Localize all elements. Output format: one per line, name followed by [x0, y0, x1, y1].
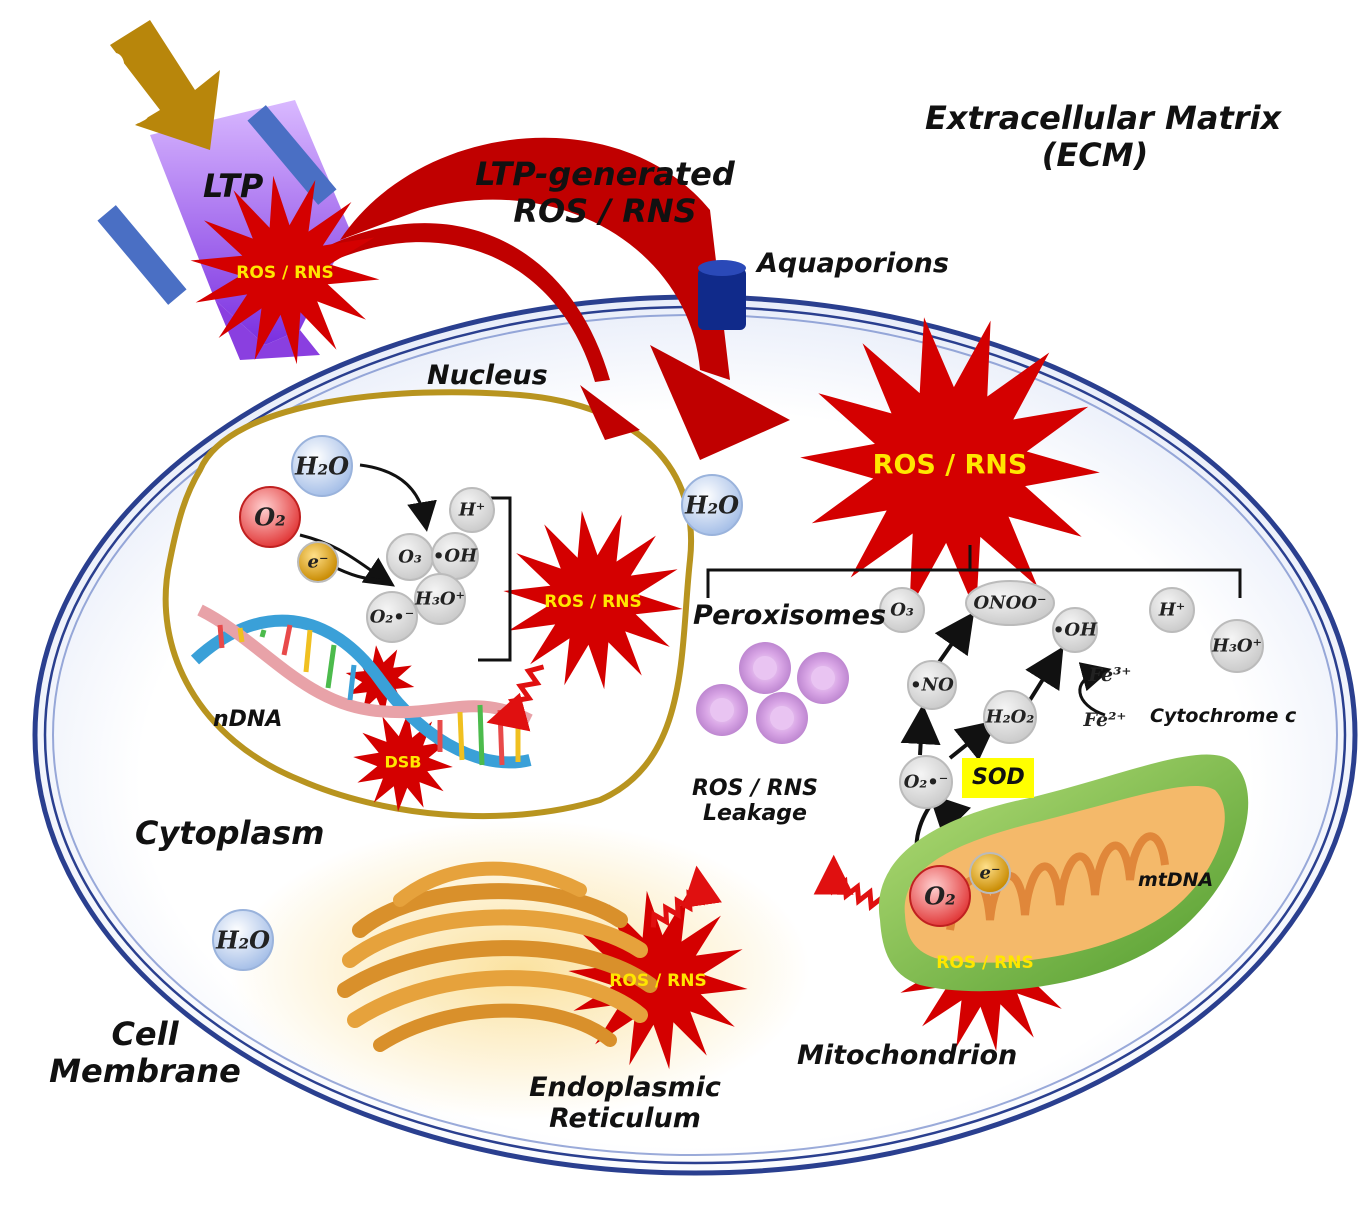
- ros-rns-burst-nucleus: [503, 510, 683, 690]
- hydrogen-peroxide-bubble: [983, 690, 1037, 744]
- ozone-cytoplasm-bubble: [879, 587, 925, 633]
- label-leakage: ROS / RNS Leakage: [691, 776, 819, 827]
- iron-2-label: Fe²⁺: [1083, 709, 1127, 731]
- label-cytoplasm: Cytoplasm: [135, 814, 325, 852]
- burst-label-dsb: DSB: [384, 752, 422, 772]
- water-molecule-nucleus: H₂O: [294, 451, 350, 481]
- oxygen-molecule-mito-bubble: [909, 865, 971, 927]
- aquaporin-channel: [698, 260, 746, 330]
- label-er: Endoplasmic Reticulum: [529, 1072, 721, 1135]
- water-molecule-cytoplasm-left-bubble: [212, 909, 274, 971]
- proton-nucleus-bubble: [449, 487, 495, 533]
- dna-helix: [190, 604, 533, 769]
- hydronium-cytoplasm: H₃O⁺: [1211, 635, 1263, 657]
- burst-label-nucleus: ROS / RNS: [544, 592, 642, 612]
- burst-label-main: ROS / RNS: [872, 449, 1028, 481]
- mitochondrion: [878, 754, 1249, 992]
- label-ltp-generated: LTP-generated ROS / RNS: [475, 155, 735, 230]
- red-arrow-secondary-head: [580, 385, 640, 440]
- label-ndna: nDNA: [213, 707, 283, 732]
- wavy-arrow-er: [650, 865, 722, 928]
- water-molecule-cytoplasm-left: H₂O: [215, 925, 271, 955]
- iron-3-label: Fe³⁺: [1088, 664, 1132, 686]
- label-ltp: LTP: [203, 167, 264, 205]
- hydroxyl-nucleus: •OH: [432, 545, 478, 567]
- nitric-oxide: •NO: [910, 674, 954, 696]
- ros-rns-burst-ltp: [190, 175, 380, 365]
- water-molecule-cytoplasm-top: H₂O: [684, 490, 740, 520]
- wavy-arrow-mito: [813, 854, 888, 912]
- electron-mito-bubble: [969, 852, 1011, 894]
- burst-label-er: ROS / RNS: [609, 971, 707, 991]
- hydronium-nucleus: H₃O⁺: [414, 588, 466, 610]
- peroxynitrite-bubble: [965, 580, 1055, 626]
- wavy-arrow-nucleus: [486, 664, 545, 732]
- nucleus-products-bracket: [478, 496, 512, 662]
- label-cell-membrane: Cell Membrane: [49, 1015, 241, 1090]
- oxygen-molecule-mito: O₂: [924, 881, 956, 911]
- sod-box: [962, 758, 1034, 798]
- label-mtdna: mtDNA: [1138, 869, 1214, 891]
- superoxide-mito-bubble: [899, 755, 953, 809]
- superoxide-mito: O₂•⁻: [903, 771, 949, 793]
- ozone-nucleus: O₃: [398, 546, 422, 568]
- proton-cytoplasm-bubble: [1149, 587, 1195, 633]
- ros-rns-burst-main: [800, 317, 1100, 613]
- hydronium-nucleus-bubble: [414, 573, 466, 625]
- peroxisomes: [696, 642, 849, 744]
- endoplasmic-reticulum: [337, 861, 658, 1052]
- superoxide-nucleus: O₂•⁻: [369, 606, 415, 628]
- red-arrow-main-band: [340, 137, 730, 380]
- red-arrow-secondary-band: [330, 223, 610, 382]
- hydroxyl-cytoplasm-bubble: [1052, 607, 1098, 653]
- electron-mito: e⁻: [979, 862, 1001, 884]
- electron-nucleus-bubble: [297, 541, 339, 583]
- red-arrow-main-head: [650, 345, 790, 460]
- hydrogen-peroxide: H₂O₂: [985, 706, 1035, 728]
- superoxide-nucleus-bubble: [366, 591, 418, 643]
- arrow-h2o-to-products: [359, 463, 437, 532]
- ros-species-bracket: [706, 545, 1242, 598]
- water-molecule-nucleus-bubble: [291, 435, 353, 497]
- dsb-burst: [353, 712, 453, 812]
- burst-label-ltp: ROS / RNS: [236, 263, 334, 283]
- label-mitochondrion: Mitochondrion: [797, 1040, 1018, 1071]
- burst-label-mito: ROS / RNS: [936, 953, 1034, 973]
- peroxynitrite: ONOO⁻: [973, 592, 1047, 614]
- electron-nucleus: e⁻: [307, 551, 329, 573]
- label-aquaporions: Aquaporions: [757, 248, 949, 279]
- arrow-o2-to-products: [299, 533, 395, 587]
- proton-nucleus: H⁺: [458, 499, 486, 521]
- label-nucleus: Nucleus: [427, 360, 548, 391]
- gas-in-arrow: [110, 20, 220, 150]
- ros-rns-burst-er: [568, 890, 748, 1070]
- label-cytochrome-c: Cytochrome c: [1150, 705, 1297, 727]
- hydroxyl-cytoplasm: •OH: [1052, 619, 1098, 641]
- nitric-oxide-bubble: [907, 660, 957, 710]
- water-molecule-cytoplasm-top-bubble: [681, 474, 743, 536]
- label-sod: SOD: [972, 765, 1025, 790]
- proton-cytoplasm: H⁺: [1158, 599, 1186, 621]
- label-ecm: Extracellular Matrix (ECM): [925, 99, 1282, 174]
- ozone-cytoplasm: O₃: [890, 599, 914, 621]
- oxygen-molecule-nucleus: O₂: [254, 502, 286, 532]
- label-peroxisomes: Peroxisomes: [693, 600, 887, 631]
- hydronium-cytoplasm-bubble: [1210, 619, 1264, 673]
- oxygen-molecule-nucleus-bubble: [239, 486, 301, 548]
